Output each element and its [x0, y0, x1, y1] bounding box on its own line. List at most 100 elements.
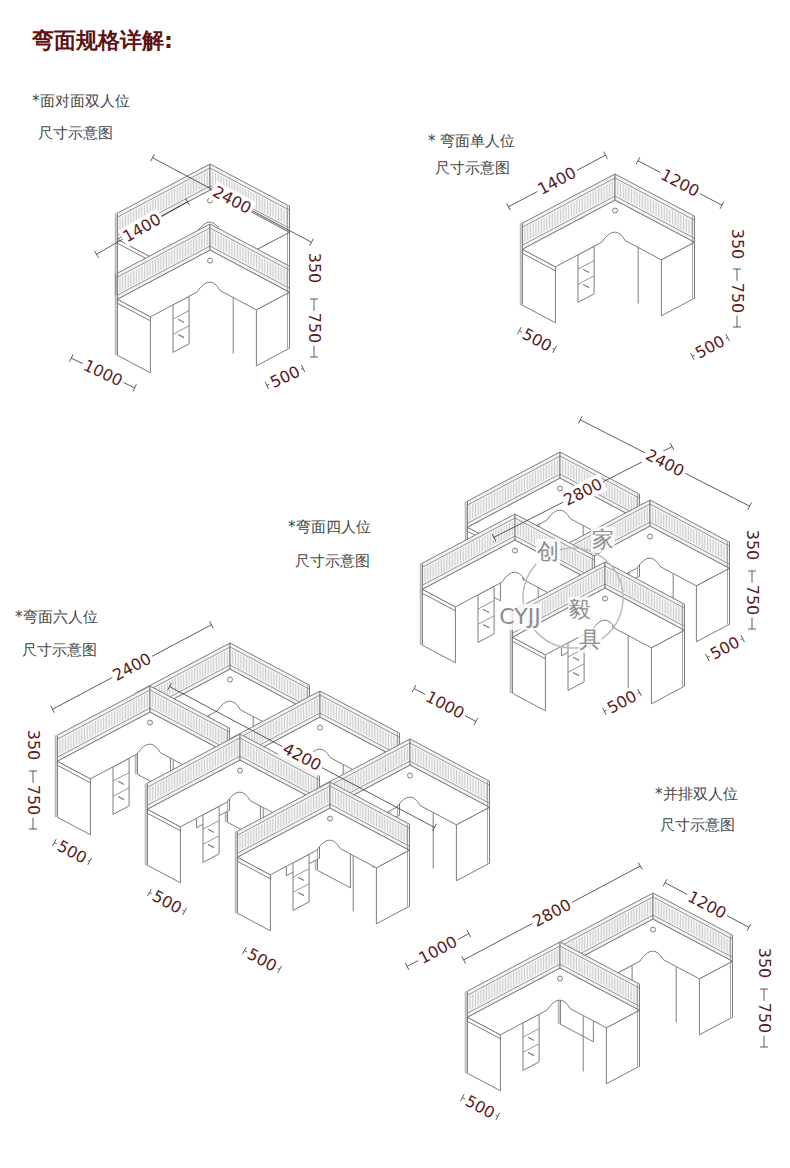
screen-slat: [516, 481, 517, 495]
screen-slat: [542, 601, 543, 615]
screen-slat: [624, 578, 625, 592]
screen-post: [732, 935, 733, 1017]
screen-slat: [279, 719, 280, 733]
screen-slat: [160, 782, 161, 796]
screen-slat: [671, 518, 672, 532]
dimension-tick: [733, 269, 741, 270]
screen-slat: [306, 704, 307, 718]
screen-slat: [609, 974, 610, 988]
screen-slat: [303, 773, 304, 787]
screen-slat: [459, 771, 460, 785]
dimension-tick: [748, 503, 752, 510]
screen-slat: [278, 816, 279, 830]
screen-post: [237, 831, 238, 913]
screen-slat: [109, 714, 110, 728]
screen-slat: [308, 776, 309, 790]
screen-slat: [144, 265, 145, 279]
screen-slat: [180, 772, 181, 786]
screen-slat: [270, 202, 271, 216]
dimension-line: [464, 866, 641, 960]
screen-slat: [272, 757, 273, 771]
screen-slat: [167, 682, 168, 696]
dimension-tick: [553, 346, 557, 353]
screen-slat: [404, 748, 405, 762]
screen-rail: [560, 964, 639, 1006]
screen-slat: [588, 577, 589, 591]
screen-slat: [587, 963, 588, 977]
screen-slat: [182, 770, 183, 784]
section-heading: 尺寸示意图: [660, 816, 735, 834]
screen-post: [287, 266, 288, 348]
screen-slat: [707, 928, 708, 942]
screen-slat: [369, 723, 370, 737]
screen-slat: [218, 728, 219, 742]
dimension-tick: [51, 706, 55, 713]
watermark: 家: [591, 527, 615, 553]
screen-slat: [199, 236, 200, 250]
screen-slat: [193, 715, 194, 729]
screen-slat: [570, 954, 571, 968]
screen-slat: [716, 932, 717, 946]
screen-slat: [718, 934, 719, 948]
screen-slat: [207, 757, 208, 771]
screen-slat: [501, 527, 502, 541]
screen-slat: [726, 547, 727, 561]
screen-slat: [555, 594, 556, 608]
screen-slat: [707, 537, 708, 551]
screen-slat: [286, 211, 287, 225]
screen-slat: [691, 221, 692, 235]
screen-slat: [398, 824, 399, 838]
dimension-tick: [183, 908, 187, 915]
dimension-label: 500: [602, 685, 642, 718]
screen-slat: [530, 474, 531, 488]
screen-slat: [636, 192, 637, 206]
screen-post: [289, 266, 290, 348]
screen-slat: [360, 771, 361, 785]
screen-slat: [170, 681, 171, 695]
screen-slat: [336, 706, 337, 720]
screen-slat: [390, 820, 391, 834]
screen-slat: [273, 263, 274, 277]
screen-slat: [570, 464, 571, 478]
cable-hole: [328, 816, 333, 821]
screen-slat: [513, 973, 514, 987]
screen-slat: [196, 717, 197, 731]
screen-slat: [403, 827, 404, 841]
screen-slat: [696, 531, 697, 545]
dimension-tick: [467, 930, 471, 937]
screen-slat: [669, 516, 670, 530]
screen-slat: [721, 935, 722, 949]
screen-slat: [106, 715, 107, 729]
screen-slat: [551, 952, 552, 966]
screen-slat: [535, 961, 536, 975]
screen-slat: [475, 503, 476, 517]
screen-slat: [606, 924, 607, 938]
screen-slat: [213, 658, 214, 672]
screen-slat: [494, 493, 495, 507]
drawer-handle: [118, 796, 124, 799]
screen-slat: [468, 545, 469, 559]
screen-slat: [652, 507, 653, 521]
screen-slat: [516, 971, 517, 985]
section-heading: * 弯面单人位: [428, 132, 515, 150]
screen-slat: [283, 269, 284, 283]
cable-hole: [238, 768, 243, 773]
screen-slat: [582, 197, 583, 211]
screen-slat: [117, 709, 118, 723]
cable-hole: [613, 208, 618, 213]
dimension-tick: [412, 685, 416, 692]
dimension-line: [580, 420, 749, 506]
screen-slat: [489, 986, 490, 1000]
screen-rail: [230, 647, 309, 689]
screen-slat: [653, 200, 654, 214]
screen-slat: [651, 593, 652, 607]
screen-slat: [232, 650, 233, 664]
screen-slat: [199, 762, 200, 776]
screen-slat: [280, 814, 281, 828]
screen-slat: [191, 714, 192, 728]
dimension-label: 4200: [278, 738, 326, 776]
screen-slat: [625, 913, 626, 927]
screen-slat: [158, 198, 159, 212]
screen-slat: [249, 659, 250, 673]
screen-panel: [650, 500, 730, 568]
